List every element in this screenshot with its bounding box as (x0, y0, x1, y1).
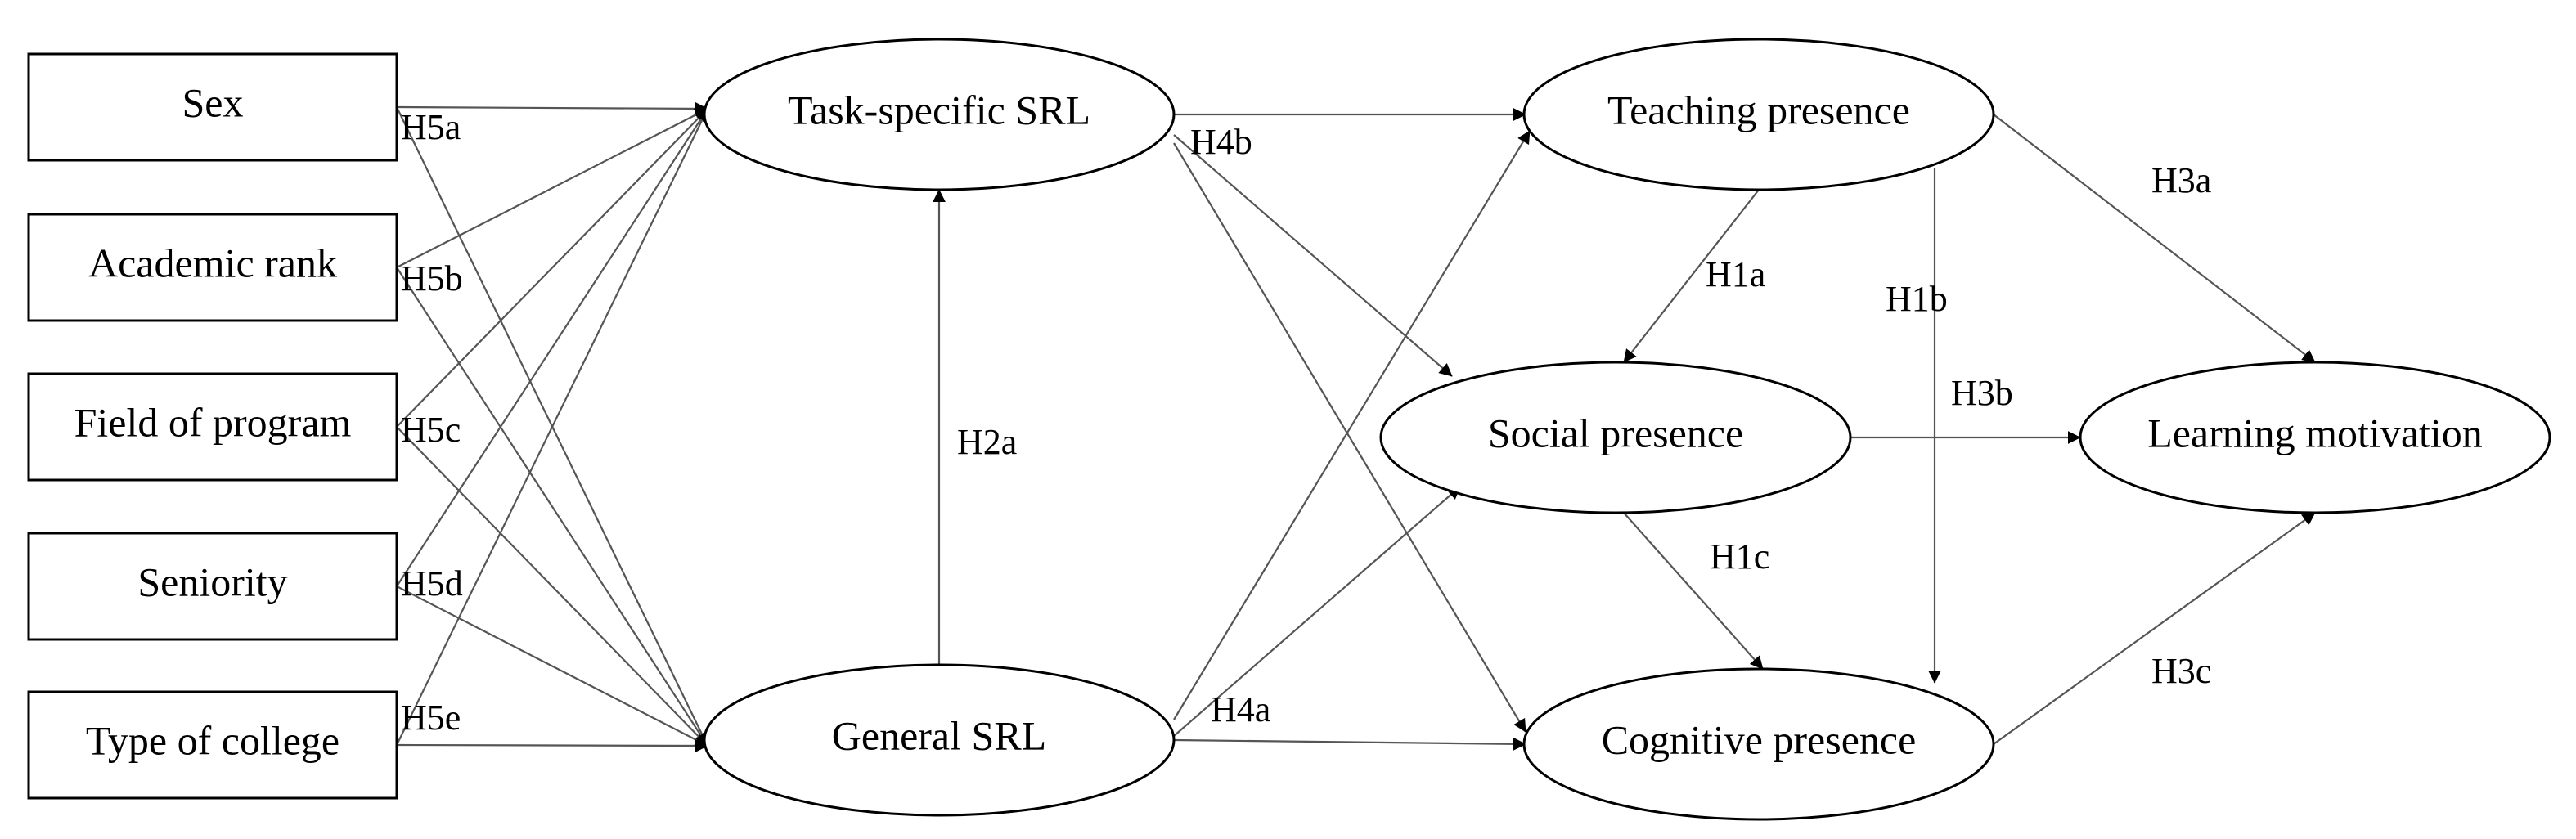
node-task-specific-srl-ellipse (703, 38, 1176, 191)
node-cognitive-presence: Cognitive presence (1522, 667, 1995, 821)
arrow-academic-rank-to-general-srl (396, 267, 708, 747)
node-type-of-college-box (27, 690, 398, 800)
label-h3c: H3c (2151, 651, 2211, 691)
arrow-general-srl-to-social-presence (1173, 486, 1461, 737)
label-h5b: H5b (401, 258, 463, 298)
label-h5a: H5a (401, 107, 461, 147)
label-h5d: H5d (401, 563, 463, 603)
arrow-teaching-presence-to-social-presence (1623, 189, 1760, 363)
node-general-srl: General SRL (703, 663, 1176, 817)
node-teaching-presence-ellipse (1522, 38, 1995, 191)
path-arrows (396, 101, 2316, 752)
arrow-general-srl-to-cognitive-presence (1173, 737, 1526, 751)
node-seniority-box (27, 532, 398, 641)
node-type-of-college-label: Type of college (86, 717, 339, 763)
label-h4a: H4a (1211, 689, 1270, 729)
node-cognitive-presence-ellipse (1522, 667, 1995, 821)
node-learning-motivation-label: Learning motivation (2147, 410, 2483, 455)
label-h1a: H1a (1706, 254, 1765, 294)
arrow-type-of-college-to-general-srl (396, 738, 708, 752)
node-social-presence-label: Social presence (1488, 410, 1743, 455)
node-social-presence: Social presence (1379, 361, 1852, 514)
node-sex-box (27, 52, 398, 162)
node-academic-rank-label: Academic rank (88, 240, 337, 285)
arrow-seniority-to-general-srl (396, 586, 708, 747)
arrow-teaching-presence-to-learning-motivation (1993, 114, 2316, 363)
label-h4b: H4b (1190, 122, 1252, 162)
node-sex: Sex (27, 52, 398, 162)
arrow-sex-to-task-specific-srl (396, 101, 708, 115)
node-social-presence-ellipse (1379, 361, 1852, 514)
node-general-srl-ellipse (703, 663, 1176, 817)
node-cognitive-presence-label: Cognitive presence (1602, 716, 1917, 762)
node-field-of-program-box (27, 372, 398, 482)
node-field-of-program: Field of program (27, 372, 398, 482)
node-task-specific-srl-label: Task-specific SRL (788, 87, 1090, 132)
node-learning-motivation: Learning motivation (2079, 361, 2551, 514)
node-academic-rank: Academic rank (27, 213, 398, 322)
node-field-of-program-label: Field of program (74, 399, 352, 445)
label-h1b: H1b (1886, 279, 1948, 319)
label-h2a: H2a (957, 422, 1017, 462)
label-h1c: H1c (1710, 536, 1769, 577)
arrow-field-of-program-to-general-srl (396, 426, 708, 747)
node-task-specific-srl: Task-specific SRL (703, 38, 1176, 191)
arrow-type-of-college-to-task-specific-srl (396, 108, 708, 746)
label-h5c: H5c (401, 410, 461, 450)
label-h3a: H3a (2151, 160, 2211, 200)
arrow-social-presence-to-cognitive-presence (1623, 512, 1764, 670)
arrow-general-srl-to-teaching-presence (1173, 130, 1531, 720)
node-seniority-label: Seniority (137, 559, 287, 604)
node-teaching-presence-label: Teaching presence (1607, 87, 1910, 132)
arrow-task-specific-srl-to-social-presence (1173, 134, 1453, 377)
arrow-cognitive-presence-to-learning-motivation (1993, 512, 2316, 745)
arrow-academic-rank-to-task-specific-srl (396, 108, 708, 268)
node-learning-motivation-ellipse (2079, 361, 2551, 514)
label-h3b: H3b (1951, 373, 2013, 413)
arrow-seniority-to-task-specific-srl (396, 108, 708, 587)
node-academic-rank-box (27, 213, 398, 322)
node-type-of-college: Type of college (27, 690, 398, 800)
node-seniority: Seniority (27, 532, 398, 641)
label-h5e: H5e (401, 698, 461, 738)
node-teaching-presence: Teaching presence (1522, 38, 1995, 191)
arrow-field-of-program-to-task-specific-srl (396, 108, 708, 428)
node-sex-label: Sex (182, 79, 244, 125)
node-general-srl-label: General SRL (832, 712, 1046, 758)
arrow-task-specific-srl-to-cognitive-presence (1173, 142, 1526, 733)
